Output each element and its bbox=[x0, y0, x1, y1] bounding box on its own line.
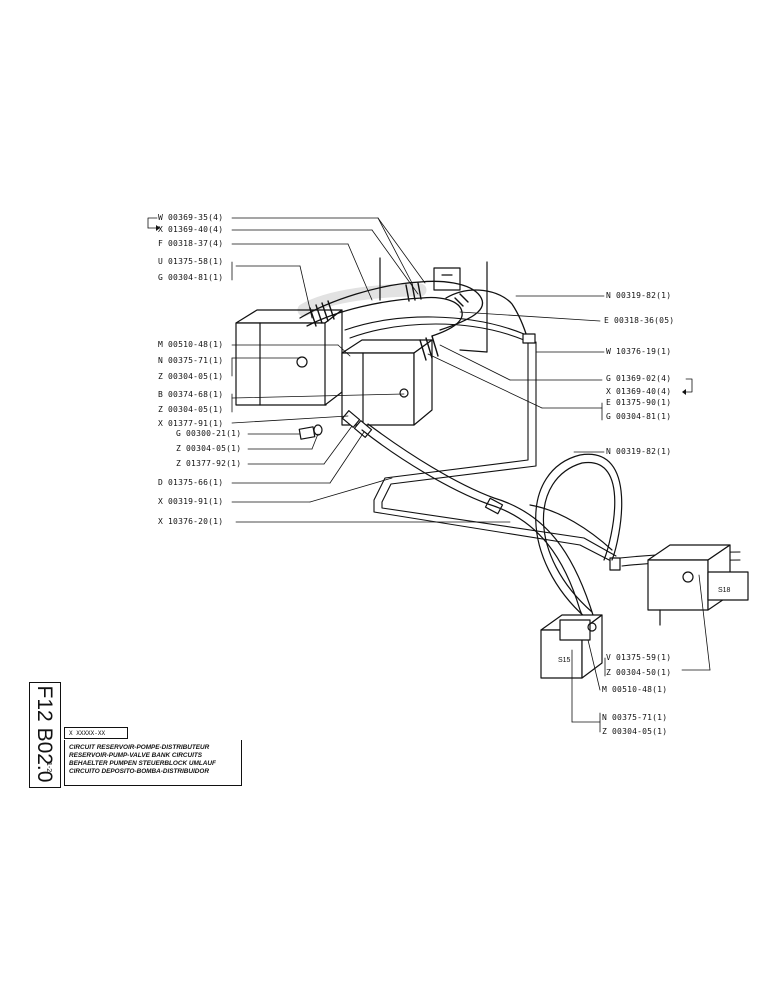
component-s18 bbox=[647, 544, 749, 626]
fittings bbox=[298, 333, 621, 571]
callout-x-00319-91: X 00319-91(1) bbox=[158, 497, 224, 506]
reservoir-tank bbox=[235, 309, 343, 406]
mounting-bracket bbox=[379, 257, 488, 353]
callout-n-00375-71-b: N 00375-71(1) bbox=[602, 713, 668, 722]
callout-e-00318-36: E 00318-36(05) bbox=[604, 316, 675, 325]
callout-z-00304-05-d: Z 00304-05(1) bbox=[602, 727, 668, 736]
leader-lines-right bbox=[427, 295, 711, 733]
callout-m-00510-48: M 00510-48(1) bbox=[158, 340, 224, 349]
drawing-code-box: F12 B02.0 bbox=[29, 682, 61, 788]
title-de: BEHAELTER PUMPEN STEUERBLOCK UMLAUF bbox=[69, 760, 216, 767]
title-lines: CIRCUIT RESERVOIR-POMPE-DISTRIBUTEUR RES… bbox=[64, 740, 242, 786]
callout-d-01375-66: D 01375-66(1) bbox=[158, 478, 224, 487]
title-ref: X XXXXX-XX bbox=[64, 727, 128, 739]
callout-g-00304-81-r: G 00304-81(1) bbox=[606, 412, 672, 421]
callout-g-00300-21: G 00300-21(1) bbox=[176, 429, 242, 438]
callout-e-01375-90: E 01375-90(1) bbox=[606, 398, 672, 407]
callout-b-00374-68: B 00374-68(1) bbox=[158, 390, 224, 399]
sheet-number: 1-2 bbox=[45, 762, 52, 773]
callout-n-00319-82-a: N 00319-82(1) bbox=[606, 291, 672, 300]
callout-g-00304-81: G 00304-81(1) bbox=[158, 273, 224, 282]
title-es: CIRCUITO DEPOSITO-BOMBA-DISTRIBUIDOR bbox=[69, 768, 210, 775]
callout-u-01375-58: U 01375-58(1) bbox=[158, 257, 224, 266]
callout-z-00304-50: Z 00304-50(1) bbox=[606, 668, 672, 677]
title-fr: CIRCUIT RESERVOIR-POMPE-DISTRIBUTEUR bbox=[69, 744, 210, 751]
leader-lines-left bbox=[147, 217, 511, 523]
callout-m-00510-48-b: M 00510-48(1) bbox=[602, 685, 668, 694]
callout-x-10376-20: X 10376-20(1) bbox=[158, 517, 224, 526]
callout-v-01375-59: V 01375-59(1) bbox=[606, 653, 672, 662]
callout-n-00375-71: N 00375-71(1) bbox=[158, 356, 224, 365]
component-label-s15: S15 bbox=[558, 657, 571, 664]
callout-x-01369-40: X 01369-40(4) bbox=[158, 225, 224, 234]
callout-g-01369-02: G 01369-02(4) bbox=[606, 374, 672, 383]
valve-bank-block bbox=[296, 339, 433, 426]
component-label-s18: S18 bbox=[718, 587, 731, 594]
callout-z-00304-05-b: Z 00304-05(1) bbox=[158, 405, 224, 414]
component-s15 bbox=[540, 614, 603, 679]
title-block: X XXXXX-XX CIRCUIT RESERVOIR-POMPE-DISTR… bbox=[64, 727, 242, 787]
callout-f-00318-37: F 00318-37(4) bbox=[158, 239, 224, 248]
hose-clamps bbox=[309, 282, 469, 361]
callout-z-00304-05-a: Z 00304-05(1) bbox=[158, 372, 224, 381]
pressure-hose bbox=[361, 423, 623, 621]
callout-w-00369-35: W 00369-35(4) bbox=[158, 213, 224, 222]
callout-z-00304-05-c: Z 00304-05(1) bbox=[176, 444, 242, 453]
callout-x-01377-91: X 01377-91(1) bbox=[158, 419, 224, 428]
callout-w-10376-19: W 10376-19(1) bbox=[606, 347, 672, 356]
title-en: RESERVOIR-PUMP-VALVE BANK CIRCUITS bbox=[69, 752, 203, 759]
callout-n-00319-82-b: N 00319-82(1) bbox=[606, 447, 672, 456]
callout-z-01377-92: Z 01377-92(1) bbox=[176, 459, 242, 468]
callout-x-01369-40-r: X 01369-40(4) bbox=[606, 387, 672, 396]
return-rigid-pipe bbox=[344, 316, 617, 563]
